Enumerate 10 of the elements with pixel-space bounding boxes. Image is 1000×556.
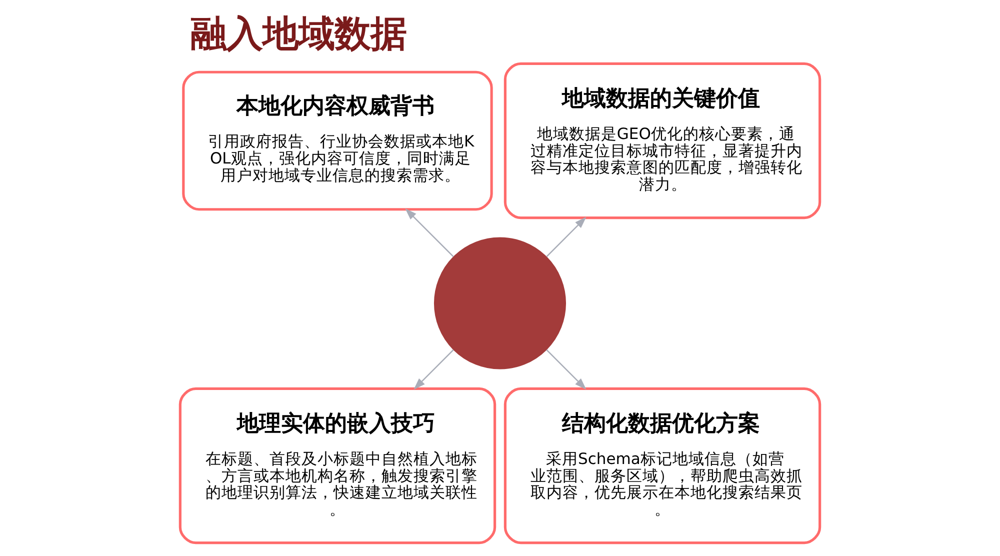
node-box: 结构化数据优化方案 采用Schema标记地域信息（如营业范围、服务区域），帮助爬虫高效抓取内容，优先展示在本地化搜索结果页。: [504, 387, 822, 544]
diagram-title: 融入地域数据: [190, 12, 407, 56]
node-box: 本地化内容权威背书 引用政府报告、行业协会数据或本地KOL观点，强化内容可信度，同时满足用户对地域专业信息的搜索需求。: [182, 70, 493, 211]
arrow: [546, 216, 586, 258]
arrow: [546, 349, 586, 390]
node-box: 地理实体的嵌入技巧 在标题、首段及小标题中自然植入地标、方言或本地机构名称，触发搜索引擎的地理识别算法，快速建立地域关联性。: [178, 387, 496, 544]
arrow: [414, 349, 454, 390]
arrow: [405, 208, 454, 258]
node-box: 地域数据的关键价值 地域数据是GEO优化的核心要素，通过精准定位目标城市特征，显著提升内容与本地搜索意图的匹配度，增强转化潜力。: [504, 62, 822, 220]
node-circle: [434, 237, 566, 370]
